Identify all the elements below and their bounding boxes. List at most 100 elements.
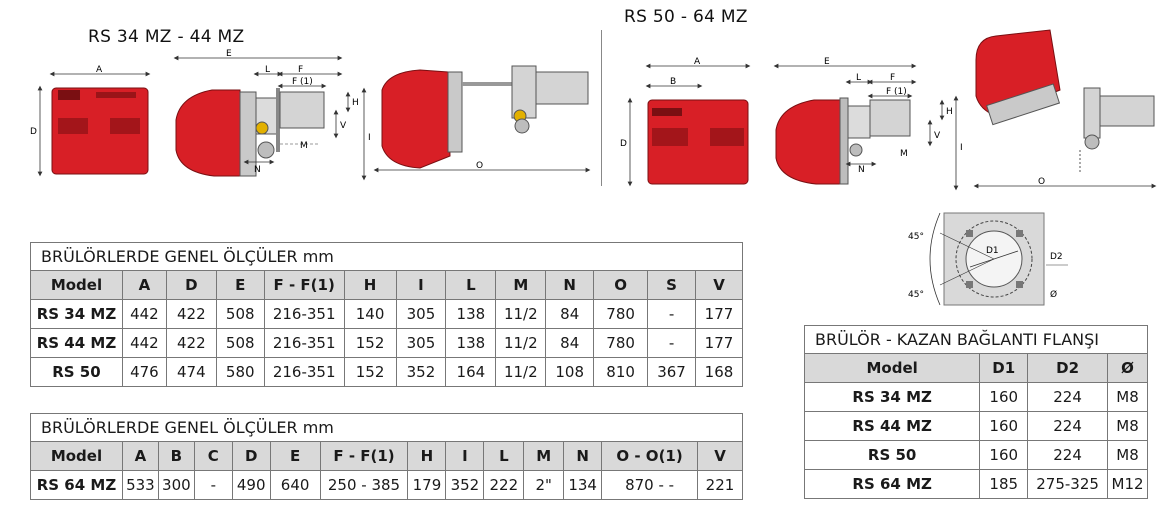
cell: 11/2 bbox=[495, 299, 547, 329]
cell: 138 bbox=[445, 299, 497, 329]
cell: 216-351 bbox=[263, 299, 345, 329]
r-label-f1: F (1) bbox=[886, 87, 907, 97]
table-row: RS 64 MZ 533 300 - 490 640 250 - 385 179… bbox=[30, 470, 744, 500]
cell: 221 bbox=[696, 470, 744, 500]
t2-h-o: O - O(1) bbox=[601, 441, 698, 471]
t1-h-v: V bbox=[694, 270, 744, 300]
t3-h-d2: D2 bbox=[1027, 353, 1109, 383]
r-label-i: I bbox=[960, 143, 963, 153]
cell: 870 - - bbox=[601, 470, 698, 500]
t2-h-e: E bbox=[269, 441, 321, 471]
cell: 352 bbox=[445, 470, 485, 500]
cell: 422 bbox=[165, 328, 217, 358]
table3-header-row: Model D1 D2 Ø bbox=[803, 353, 1148, 383]
cell: M8 bbox=[1107, 382, 1148, 412]
table-row: RS 34 MZ 160 224 M8 bbox=[803, 382, 1148, 412]
cell: 367 bbox=[647, 357, 696, 387]
cell: 168 bbox=[694, 357, 744, 387]
right-front-view bbox=[627, 63, 751, 187]
r-label-f: F bbox=[890, 73, 895, 83]
cell: RS 34 MZ bbox=[803, 382, 981, 412]
cell: 810 bbox=[593, 357, 649, 387]
right-burner-drawings: A B D E L F F (1) H V M N I O bbox=[620, 29, 1157, 191]
cell: 476 bbox=[121, 357, 167, 387]
label-a: A bbox=[96, 65, 103, 75]
cell: 508 bbox=[215, 299, 265, 329]
r-label-n: N bbox=[858, 165, 865, 175]
cell: 305 bbox=[395, 328, 447, 358]
left-front-view bbox=[37, 71, 151, 177]
cell: M8 bbox=[1107, 440, 1148, 470]
dimensions-table-2: BRÜLÖRLERDE GENEL ÖLÇÜLER mm Model A B C… bbox=[30, 413, 744, 500]
cell: 164 bbox=[445, 357, 497, 387]
cell: 222 bbox=[483, 470, 525, 500]
cell: RS 50 bbox=[803, 440, 981, 470]
cell: 422 bbox=[165, 299, 217, 329]
r-label-h: H bbox=[946, 107, 953, 117]
cell: 305 bbox=[395, 299, 447, 329]
t2-h-a: A bbox=[121, 441, 159, 471]
cell: 152 bbox=[343, 357, 397, 387]
label-h: H bbox=[352, 98, 359, 108]
t2-h-l: L bbox=[483, 441, 525, 471]
table-row: RS 44 MZ 160 224 M8 bbox=[803, 411, 1148, 441]
t2-h-h: H bbox=[407, 441, 447, 471]
dimensions-table-1: BRÜLÖRLERDE GENEL ÖLÇÜLER mm Model A D E… bbox=[30, 242, 744, 387]
cell: 152 bbox=[343, 328, 397, 358]
r-label-a: A bbox=[694, 57, 701, 67]
t2-h-i: I bbox=[445, 441, 485, 471]
t1-h-i: I bbox=[395, 270, 447, 300]
flange-angle-top: 45° bbox=[908, 232, 924, 242]
left-open-view bbox=[373, 65, 591, 173]
table-row: RS 64 MZ 185 275-325 M12 bbox=[803, 469, 1148, 499]
flange-d2-label: D2 bbox=[1050, 252, 1063, 262]
label-m: M bbox=[300, 141, 308, 151]
t1-h-a: A bbox=[121, 270, 167, 300]
cell: 84 bbox=[545, 328, 595, 358]
cell: 442 bbox=[121, 328, 167, 358]
cell: 11/2 bbox=[495, 357, 547, 387]
label-f: F bbox=[298, 65, 303, 75]
cell: 780 bbox=[593, 299, 649, 329]
cell: 224 bbox=[1027, 382, 1109, 412]
label-i: I bbox=[368, 133, 371, 143]
t3-h-hole: Ø bbox=[1107, 353, 1148, 383]
left-side-view bbox=[173, 55, 367, 181]
cell: 275-325 bbox=[1027, 469, 1109, 499]
flange-table: BRÜLÖR - KAZAN BAĞLANTI FLANŞI Model D1 … bbox=[803, 325, 1148, 499]
t2-h-n: N bbox=[563, 441, 603, 471]
table1-title: BRÜLÖRLERDE GENEL ÖLÇÜLER mm bbox=[30, 242, 743, 271]
cell: RS 44 MZ bbox=[30, 328, 123, 358]
cell: 474 bbox=[165, 357, 217, 387]
cell: 108 bbox=[545, 357, 595, 387]
cell: 580 bbox=[215, 357, 265, 387]
t1-h-m: M bbox=[495, 270, 547, 300]
table-row: RS 50 160 224 M8 bbox=[803, 440, 1148, 470]
t1-h-f: F - F(1) bbox=[263, 270, 345, 300]
table2-title: BRÜLÖRLERDE GENEL ÖLÇÜLER mm bbox=[30, 413, 743, 442]
right-open-view bbox=[973, 29, 1157, 189]
r-label-l: L bbox=[856, 73, 861, 83]
cell: 177 bbox=[694, 328, 744, 358]
t2-h-b: B bbox=[157, 441, 195, 471]
t2-h-v: V bbox=[696, 441, 744, 471]
t2-h-model: Model bbox=[30, 441, 123, 471]
cell: M12 bbox=[1107, 469, 1148, 499]
t1-h-d: D bbox=[165, 270, 217, 300]
cell: 140 bbox=[343, 299, 397, 329]
cell: 780 bbox=[593, 328, 649, 358]
flange-angle-bottom: 45° bbox=[908, 290, 924, 300]
table3-title: BRÜLÖR - KAZAN BAĞLANTI FLANŞI bbox=[804, 325, 1148, 354]
flange-drawing: 45° 45° D1 D2 Ø bbox=[908, 212, 1068, 306]
r-label-v: V bbox=[934, 131, 941, 141]
cell: 300 bbox=[157, 470, 195, 500]
label-f1: F (1) bbox=[292, 77, 313, 87]
cell: 134 bbox=[563, 470, 603, 500]
table-row: RS 44 MZ 442 422 508 216-351 152 305 138… bbox=[30, 328, 744, 358]
cell: 224 bbox=[1027, 440, 1109, 470]
r-label-o: O bbox=[1038, 177, 1045, 187]
r-label-b: B bbox=[670, 77, 676, 87]
cell: 490 bbox=[231, 470, 271, 500]
t1-h-l: L bbox=[445, 270, 497, 300]
cell: RS 64 MZ bbox=[803, 469, 981, 499]
